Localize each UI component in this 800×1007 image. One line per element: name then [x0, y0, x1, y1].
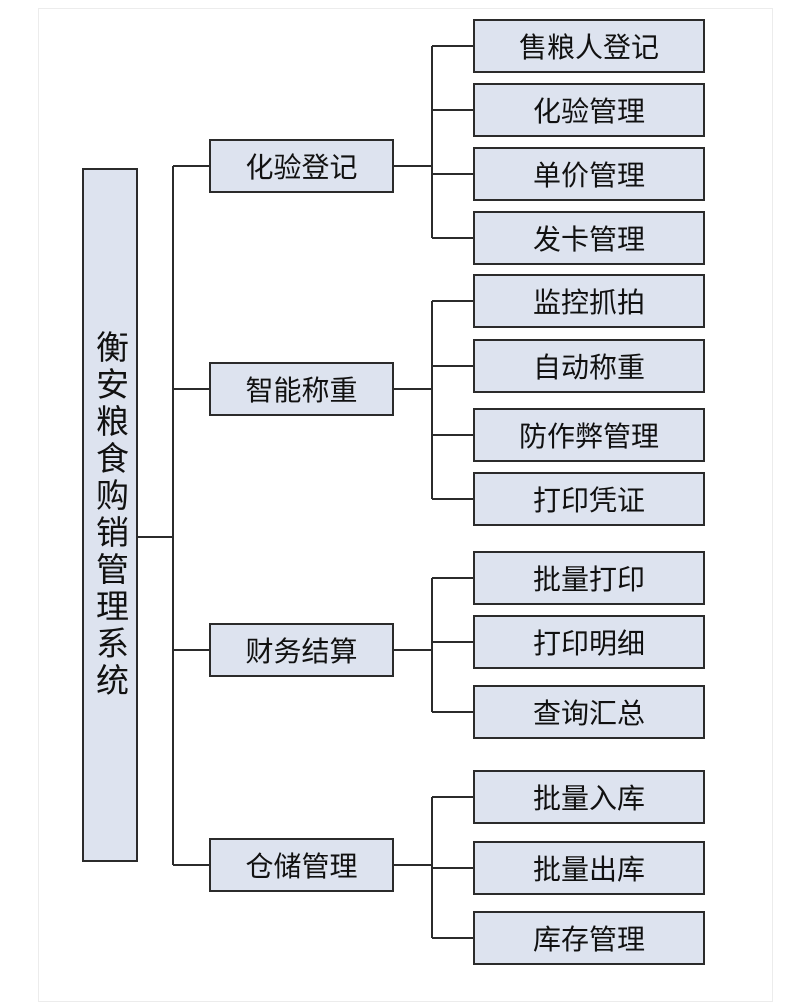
function-node: 库存管理	[473, 911, 705, 965]
function-node: 批量打印	[473, 551, 705, 605]
function-node: 查询汇总	[473, 685, 705, 739]
function-node: 监控抓拍	[473, 274, 705, 328]
function-node: 批量入库	[473, 770, 705, 824]
module-node-4: 仓储管理	[209, 838, 394, 892]
function-node: 打印明细	[473, 615, 705, 669]
function-node: 批量出库	[473, 841, 705, 895]
module-node-3: 财务结算	[209, 623, 394, 677]
function-node: 化验管理	[473, 83, 705, 137]
function-node: 防作弊管理	[473, 408, 705, 462]
diagram-frame	[38, 8, 773, 1002]
function-node: 打印凭证	[473, 472, 705, 526]
function-node: 单价管理	[473, 147, 705, 201]
module-node-1: 化验登记	[209, 139, 394, 193]
module-node-2: 智能称重	[209, 362, 394, 416]
root-node: 衡安粮食购销管理系统	[82, 168, 138, 862]
function-node: 发卡管理	[473, 211, 705, 265]
function-node: 自动称重	[473, 339, 705, 393]
function-node: 售粮人登记	[473, 19, 705, 73]
